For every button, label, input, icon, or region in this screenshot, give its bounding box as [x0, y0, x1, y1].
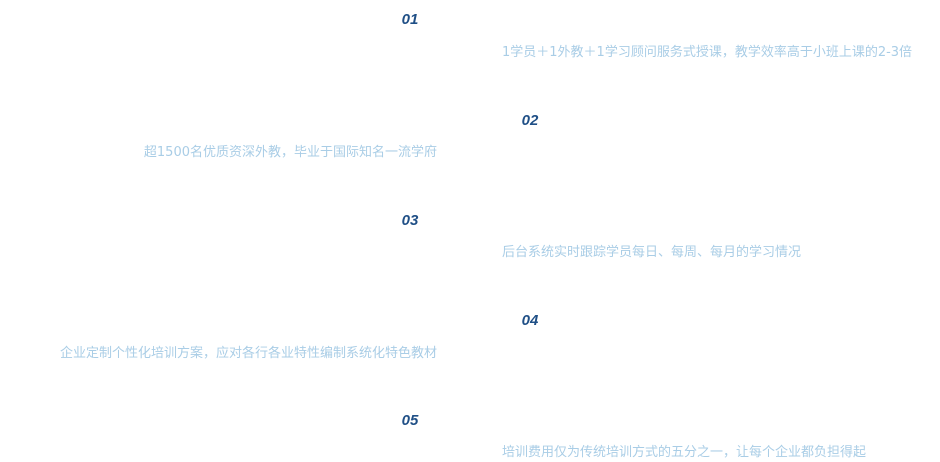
feature-text-05: 培训费用仅为传统培训方式的五分之一，让每个企业都负担得起: [502, 445, 867, 460]
feature-number-01: 01: [401, 11, 419, 28]
feature-number-05: 05: [401, 412, 419, 429]
feature-text-04: 企业定制个性化培训方案，应对各行各业特性编制系统化特色教材: [59, 346, 437, 361]
feature-number-03: 03: [401, 212, 419, 229]
feature-number-04: 04: [521, 312, 539, 329]
feature-number-02: 02: [521, 112, 539, 129]
feature-text-01: 1学员＋1外教＋1学习顾问服务式授课，教学效率高于小班上课的2-3倍: [502, 45, 913, 60]
feature-text-02: 超1500名优质资深外教，毕业于国际知名一流学府: [143, 145, 437, 160]
feature-text-03: 后台系统实时跟踪学员每日、每周、每月的学习情况: [502, 245, 802, 260]
